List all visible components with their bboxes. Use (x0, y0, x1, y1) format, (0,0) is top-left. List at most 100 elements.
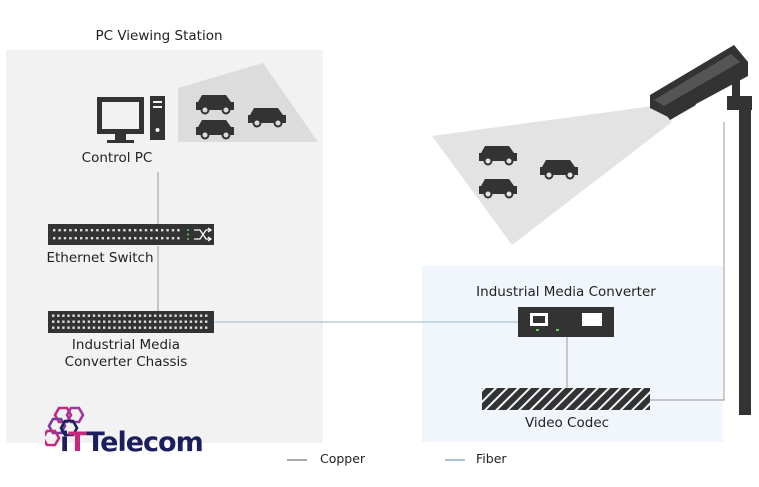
port-dot (62, 326, 65, 329)
port-dot (155, 237, 158, 240)
port-dot (139, 237, 142, 240)
port-dot (103, 314, 106, 317)
port-dot (123, 314, 126, 317)
port-dot (144, 229, 148, 232)
port-dot (69, 229, 72, 232)
port-dot (57, 314, 60, 317)
port-dot (128, 229, 131, 232)
video-codec-device (482, 388, 650, 410)
port-dot (96, 237, 99, 240)
port-dot (159, 314, 162, 317)
port-dot (148, 326, 152, 329)
port-dot (57, 326, 60, 329)
port-dot (113, 326, 116, 329)
port-dot (77, 326, 80, 329)
port-dot (58, 229, 61, 232)
legend-fiber-swatch (445, 459, 465, 461)
pc-station-title: PC Viewing Station (95, 28, 223, 44)
video-codec-label: Video Codec (524, 415, 610, 431)
port-dot (148, 314, 152, 317)
car-icon (248, 108, 286, 128)
port-dot (128, 314, 131, 317)
port-dot (164, 314, 167, 317)
port-dot (123, 320, 126, 323)
port-dot (159, 326, 162, 329)
port-dot (67, 320, 70, 323)
port-dot (72, 320, 75, 323)
port-dot (169, 314, 172, 317)
port-dot (103, 326, 106, 329)
port-dot (97, 314, 101, 317)
port-dot (205, 314, 208, 317)
port-dot (62, 320, 65, 323)
port-dot (177, 229, 180, 232)
port-dot (90, 229, 94, 232)
port-dot (169, 326, 172, 329)
industrial-media-converter-device (518, 307, 614, 337)
port-dot (77, 314, 80, 317)
port-dot (67, 326, 70, 329)
port-dot (77, 320, 80, 323)
security-camera-icon (650, 45, 748, 120)
port-dot (117, 237, 121, 240)
port-dot (179, 314, 182, 317)
port-dot (189, 314, 193, 317)
port-dot (150, 229, 153, 232)
port-dot (117, 229, 121, 232)
port-dot (58, 237, 61, 240)
port-dot (171, 229, 175, 232)
port-dot (52, 314, 55, 317)
port-dot (82, 314, 85, 317)
control-pc-label: Control PC (81, 150, 153, 166)
itelecom-logo-mark (45, 406, 85, 447)
port-dot (164, 320, 167, 323)
port-dot (72, 314, 75, 317)
port-dot (67, 314, 70, 317)
ethernet-switch-device (48, 224, 214, 245)
port-dot (161, 237, 164, 240)
port-dot (144, 237, 148, 240)
port-dot (179, 320, 182, 323)
port-dot (87, 326, 91, 329)
port-dot (143, 314, 147, 317)
port-dot (113, 320, 116, 323)
port-dot (123, 326, 126, 329)
car-icon (196, 120, 234, 140)
port-dot (159, 320, 162, 323)
media-converter-panel (422, 266, 723, 442)
port-dot (148, 320, 152, 323)
port-dot (184, 320, 187, 323)
port-dot (161, 229, 164, 232)
port-dot (194, 326, 198, 329)
port-dot (143, 326, 147, 329)
logo-rest: Telecom (86, 427, 203, 458)
port-dot (108, 326, 111, 329)
port-dot (184, 326, 187, 329)
port-dot (107, 237, 110, 240)
port-dot (112, 237, 115, 240)
computer-icon (97, 96, 165, 143)
port-dot (118, 314, 121, 317)
port-dot (123, 237, 126, 240)
port-dot (63, 237, 67, 240)
port-dot (101, 229, 104, 232)
port-dot (90, 237, 94, 240)
port-dot (97, 320, 101, 323)
car-icon (540, 160, 578, 180)
port-dot (82, 320, 85, 323)
port-dot (128, 320, 131, 323)
port-dot (155, 229, 158, 232)
port-dot (174, 320, 177, 323)
port-dot (85, 237, 88, 240)
port-dot (118, 320, 121, 323)
port-dot (128, 237, 131, 240)
port-dot (138, 326, 142, 329)
port-dot (82, 326, 85, 329)
port-dot (171, 237, 175, 240)
port-dot (108, 314, 111, 317)
camera-pole (727, 96, 752, 415)
ethernet-switch-label: Ethernet Switch (46, 250, 154, 266)
chassis-label-line1: Industrial Media (71, 337, 181, 353)
car-icon (196, 95, 234, 115)
port-dot (92, 320, 96, 323)
